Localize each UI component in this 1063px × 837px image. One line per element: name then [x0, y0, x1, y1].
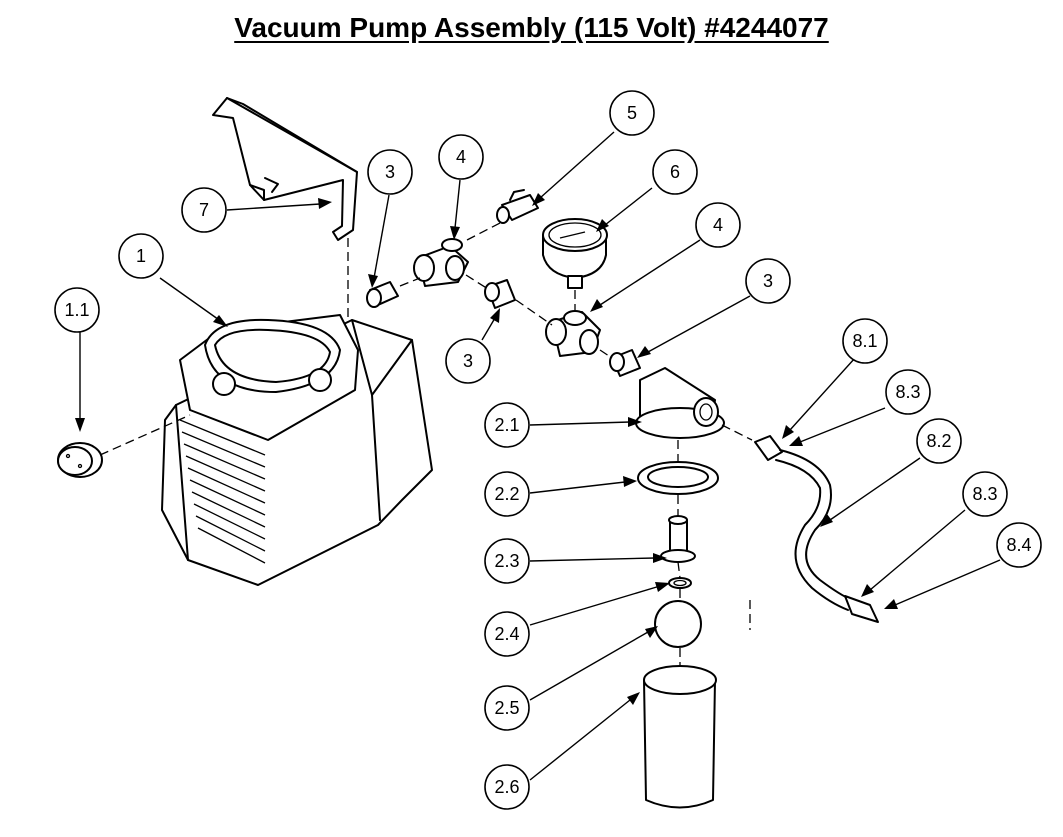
svg-text:2.4: 2.4 [494, 624, 519, 644]
svg-text:8.4: 8.4 [1006, 535, 1031, 555]
part-2-5-ball [654, 600, 702, 648]
svg-text:1.1: 1.1 [64, 300, 89, 320]
callout-2-5: 2.5 [484, 685, 530, 731]
callout-6: 6 [652, 149, 698, 195]
part-2-3-stem [660, 515, 696, 563]
svg-text:2.6: 2.6 [494, 777, 519, 797]
callout-2-6: 2.6 [484, 764, 530, 810]
svg-text:2.5: 2.5 [494, 698, 519, 718]
part-2-6-bowl [643, 665, 717, 809]
svg-text:8.1: 8.1 [852, 331, 877, 351]
part-2-4-o-ring [668, 577, 692, 589]
diagram-title: Vacuum Pump Assembly (115 Volt) #4244077 [234, 12, 829, 43]
callout-8-4: 8.4 [996, 522, 1042, 568]
callout-1: 1 [118, 233, 164, 279]
svg-text:6: 6 [670, 162, 680, 182]
svg-text:3: 3 [763, 271, 773, 291]
svg-text:2.2: 2.2 [494, 484, 519, 504]
part-2-2-gasket [637, 461, 719, 495]
svg-text:4: 4 [456, 147, 466, 167]
callout-2-4: 2.4 [484, 611, 530, 657]
callout-2-1: 2.1 [484, 402, 530, 448]
leader-lines [75, 131, 1001, 781]
callout-8-1: 8.1 [842, 318, 888, 364]
svg-text:2.1: 2.1 [494, 415, 519, 435]
part-1-1-knob [57, 442, 103, 478]
svg-text:3: 3 [385, 162, 395, 182]
svg-text:7: 7 [199, 200, 209, 220]
callout-3-a: 3 [367, 149, 413, 195]
assembly-centerlines [99, 221, 753, 665]
part-4-tee-lower [545, 310, 601, 357]
part-2-1-filter-head [635, 367, 725, 439]
callout-4-a: 4 [438, 134, 484, 180]
part-1-pump-body [161, 314, 433, 586]
callout-2-2: 2.2 [484, 471, 530, 517]
part-4-tee-upper [413, 238, 469, 287]
callout-3-c: 3 [745, 258, 791, 304]
svg-text:3: 3 [463, 351, 473, 371]
part-6-gauge [542, 218, 608, 289]
callout-5: 5 [609, 90, 655, 136]
callout-8-3-b: 8.3 [962, 471, 1008, 517]
part-8-4-fitting [844, 595, 879, 623]
callout-4-b: 4 [695, 202, 741, 248]
svg-text:8.3: 8.3 [895, 382, 920, 402]
svg-text:2.3: 2.3 [494, 551, 519, 571]
part-3-coupling-c [609, 349, 641, 377]
callout-8-3-a: 8.3 [885, 369, 931, 415]
callout-2-3: 2.3 [484, 538, 530, 584]
callout-8-2: 8.2 [916, 418, 962, 464]
svg-text:8.2: 8.2 [926, 431, 951, 451]
callout-3-b: 3 [445, 338, 491, 384]
part-3-coupling-a [366, 281, 399, 308]
part-8-1-fitting [754, 435, 783, 461]
svg-text:5: 5 [627, 103, 637, 123]
svg-text:1: 1 [136, 246, 146, 266]
svg-text:4: 4 [713, 215, 723, 235]
part-8-hose-assembly [754, 435, 879, 623]
part-3-coupling-b [484, 279, 516, 309]
part-7-bracket [212, 97, 358, 241]
svg-text:8.3: 8.3 [972, 484, 997, 504]
callout-1-1: 1.1 [54, 287, 100, 333]
callout-7: 7 [181, 187, 227, 233]
part-5-valve [496, 189, 539, 224]
